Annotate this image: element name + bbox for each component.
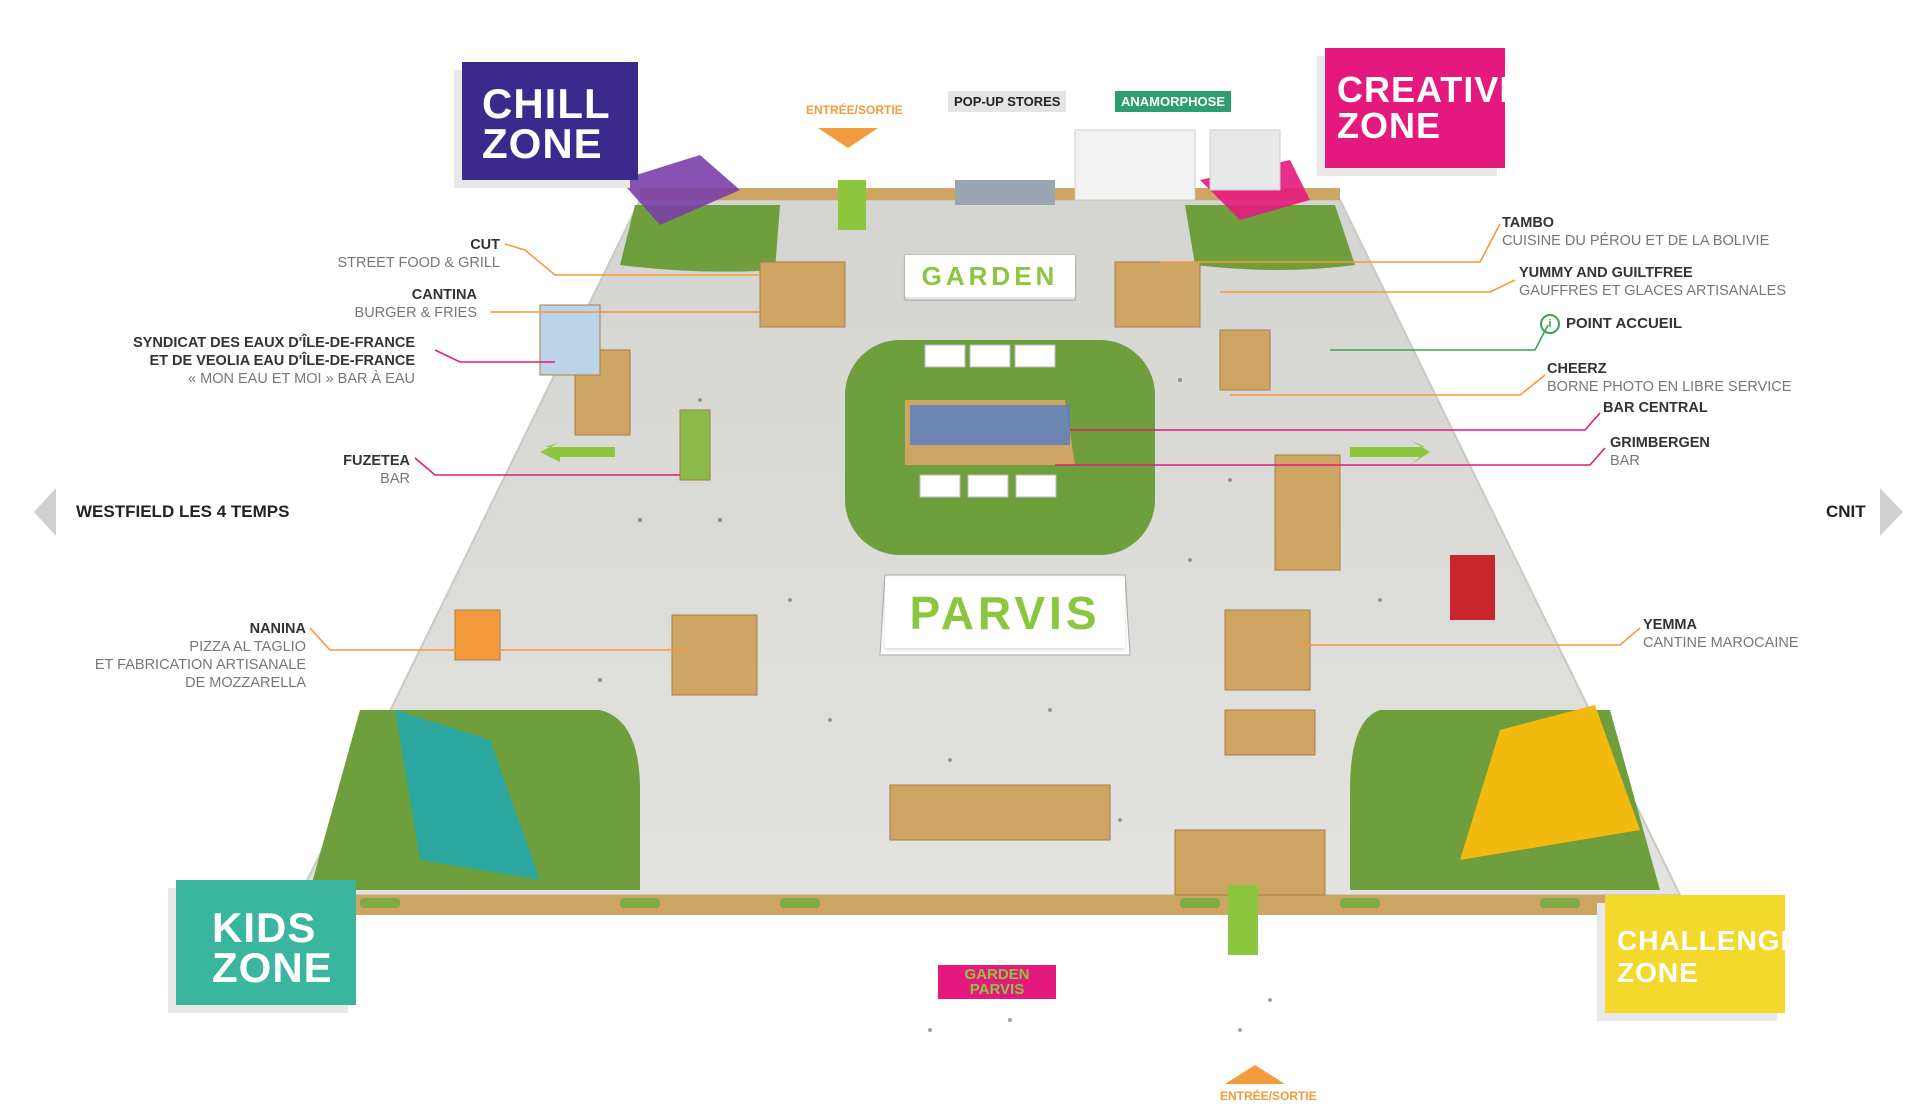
label-bar-central-name: BAR CENTRAL — [1603, 400, 1708, 416]
west-chevron-icon — [34, 488, 56, 536]
label-syndicat-name2: ET DE VEOLIA EAU D'ÎLE-DE-FRANCE — [149, 353, 415, 369]
label-yummy-desc: GAUFFRES ET GLACES ARTISANALES — [1519, 283, 1786, 299]
creative-zone-badge[interactable]: CREATIVE ZONE — [1325, 48, 1523, 168]
leader-bar-central — [1070, 412, 1601, 431]
leader-tambo — [1160, 223, 1501, 263]
label-nanina-desc3: DE MOZZARELLA — [185, 675, 306, 691]
challenge-zone-line1: CHALLENGE — [1617, 925, 1801, 956]
leader-yummy — [1220, 279, 1516, 293]
label-grimbergen[interactable]: GRIMBERGEN BAR — [1610, 434, 1710, 470]
creative-zone-line2: ZONE — [1337, 105, 1442, 146]
east-chevron-icon — [1880, 488, 1903, 536]
label-cheerz[interactable]: CHEERZ BORNE PHOTO EN LIBRE SERVICE — [1547, 360, 1791, 396]
challenge-canopy — [1460, 705, 1640, 860]
label-fuzetea-desc: BAR — [380, 471, 410, 487]
nav-westfield[interactable]: WESTFIELD LES 4 TEMPS — [76, 502, 290, 521]
leader-yemma — [1300, 627, 1641, 646]
kids-zone-line1: KIDS — [212, 904, 317, 951]
leader-cut — [504, 243, 760, 276]
label-nanina-desc2: ET FABRICATION ARTISANALE — [94, 657, 306, 673]
leader-nanina — [309, 627, 690, 651]
garden-sign: GARDEN — [905, 255, 1075, 297]
garden-parvis-top: GARDEN — [964, 966, 1030, 983]
label-cheerz-desc: BORNE PHOTO EN LIBRE SERVICE — [1547, 379, 1792, 395]
anamorphose-tag: ANAMORPHOSE — [1115, 91, 1232, 112]
chill-zone-badge[interactable]: CHILL ZONE — [462, 62, 638, 180]
label-point-accueil[interactable]: i POINT ACCUEIL — [1540, 314, 1682, 334]
leader-accueil — [1330, 324, 1549, 351]
label-tambo[interactable]: TAMBO CUISINE DU PÉROU ET DE LA BOLIVIE — [1502, 214, 1769, 250]
label-bar-central[interactable]: BAR CENTRAL — [1603, 399, 1708, 417]
label-cut-desc: STREET FOOD & GRILL — [337, 255, 501, 271]
creative-garden — [1185, 205, 1355, 270]
chill-zone-line1: CHILL — [482, 80, 611, 127]
label-grimbergen-desc: BAR — [1610, 453, 1640, 469]
garden-parvis-sign: GARDEN PARVIS — [938, 965, 1056, 999]
label-tambo-desc: CUISINE DU PÉROU ET DE LA BOLIVIE — [1502, 233, 1770, 249]
label-cantina-desc: BURGER & FRIES — [354, 305, 477, 321]
entrance-bottom-label: ENTRÉE/SORTIE — [1220, 1089, 1317, 1103]
challenge-zone-badge[interactable]: CHALLENGE ZONE — [1605, 895, 1799, 1013]
label-yummy[interactable]: YUMMY AND GUILTFREE GAUFFRES ET GLACES A… — [1519, 264, 1786, 300]
label-point-accueil-name: POINT ACCUEIL — [1566, 314, 1683, 332]
parvis-sign: PARVIS — [885, 578, 1125, 648]
label-nanina[interactable]: NANINA PIZZA AL TAGLIO ET FABRICATION AR… — [95, 620, 306, 692]
label-yummy-name: YUMMY AND GUILTFREE — [1519, 265, 1693, 281]
chill-zone-line2: ZONE — [482, 120, 603, 167]
chill-canopy — [620, 155, 740, 225]
creative-zone-line1: CREATIVE — [1337, 69, 1525, 110]
kids-zone-line2: ZONE — [212, 944, 333, 991]
entrance-bottom-arrow — [1225, 1065, 1285, 1084]
garden-parvis-bottom: PARVIS — [969, 981, 1025, 998]
challenge-zone-line2: ZONE — [1617, 957, 1699, 988]
label-cut-name: CUT — [470, 237, 500, 253]
info-icon: i — [1540, 314, 1560, 334]
label-tambo-name: TAMBO — [1502, 215, 1555, 231]
label-cheerz-name: CHEERZ — [1547, 361, 1607, 377]
popup-stores-tag: POP-UP STORES — [948, 91, 1067, 112]
label-yemma[interactable]: YEMMA CANTINE MAROCAINE — [1643, 616, 1799, 652]
label-grimbergen-name: GRIMBERGEN — [1610, 435, 1710, 451]
label-nanina-name: NANINA — [249, 621, 306, 637]
entrance-top-label: ENTRÉE/SORTIE — [806, 103, 903, 117]
label-yemma-name: YEMMA — [1643, 617, 1697, 633]
label-fuzetea-name: FUZETEA — [343, 453, 410, 469]
label-nanina-desc1: PIZZA AL TAGLIO — [189, 639, 306, 655]
leader-cheerz — [1230, 374, 1546, 396]
label-cantina-name: CANTINA — [411, 287, 477, 303]
label-syndicat-name: SYNDICAT DES EAUX D'ÎLE-DE-FRANCE — [133, 335, 415, 351]
kids-canopy — [395, 710, 540, 880]
entrance-top-arrow — [818, 128, 878, 148]
label-cantina[interactable]: CANTINA BURGER & FRIES — [355, 286, 477, 322]
nav-cnit[interactable]: CNIT — [1826, 502, 1866, 521]
chill-garden — [620, 205, 780, 272]
label-syndicat-desc: « MON EAU ET MOI » BAR À EAU — [188, 371, 415, 387]
label-cut[interactable]: CUT STREET FOOD & GRILL — [338, 236, 501, 272]
kids-zone-badge[interactable]: KIDS ZONE — [176, 880, 356, 1005]
label-syndicat[interactable]: SYNDICAT DES EAUX D'ÎLE-DE-FRANCE ET DE … — [133, 334, 415, 388]
leader-fuzetea — [414, 457, 680, 476]
label-fuzetea[interactable]: FUZETEA BAR — [343, 452, 410, 488]
label-yemma-desc: CANTINE MAROCAINE — [1643, 635, 1799, 651]
leader-syndicat — [434, 349, 555, 363]
leader-grimbergen — [1055, 447, 1606, 466]
